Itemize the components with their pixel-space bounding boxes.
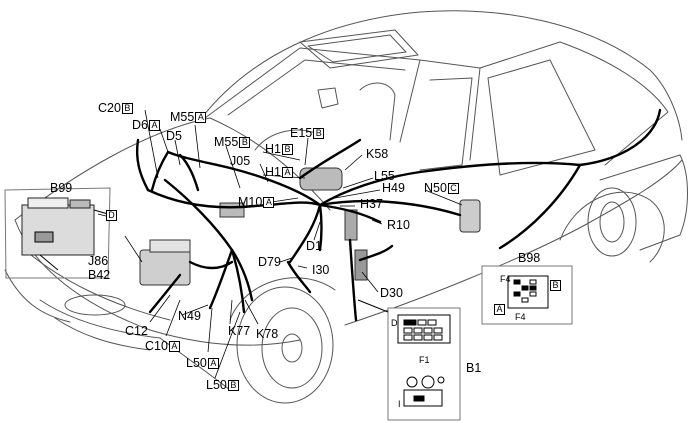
label-b42: B42	[88, 269, 110, 282]
label-l55: L55	[374, 170, 395, 183]
label-suffix: B	[227, 379, 239, 391]
label-code: L50	[206, 378, 227, 392]
label-b1: B1	[466, 362, 481, 375]
label-n49: N49	[178, 310, 201, 323]
label-code: C20	[98, 101, 121, 115]
label-code: H49	[382, 181, 405, 195]
label-code: M10	[238, 195, 263, 209]
label-code: B98	[518, 251, 541, 265]
label-code: B99	[50, 181, 73, 195]
label-j05: J05	[230, 155, 250, 168]
label-code: D5	[166, 129, 182, 143]
label-d5: D5	[166, 130, 182, 143]
wiring-harness	[135, 108, 662, 322]
label-code: N49	[178, 309, 201, 323]
label-h49: H49	[382, 182, 405, 195]
b98-tag-a: A	[494, 304, 505, 315]
label-i30: I30	[312, 264, 329, 277]
label-b98: B98	[518, 252, 540, 265]
b98-f4-top: F4	[500, 274, 511, 284]
b1-f1: F1	[419, 355, 430, 365]
label-code: C10	[145, 339, 168, 353]
leader-lines	[97, 109, 463, 379]
label-r10: R10	[387, 219, 410, 232]
label-suffix: A	[168, 340, 180, 352]
label-code: D79	[258, 255, 281, 269]
label-suffix: B	[313, 127, 325, 139]
b98-f4-bottom: F4	[515, 312, 526, 322]
b1-pin-i: I	[398, 399, 401, 409]
label-code: M55	[214, 135, 239, 149]
label-code: J86	[88, 254, 109, 268]
car-body-outline	[4, 10, 688, 404]
label-code: K77	[228, 324, 251, 338]
label-code: D1	[306, 239, 322, 253]
inset-b1	[357, 299, 461, 421]
label-code: J05	[230, 154, 251, 168]
label-suffix: B	[239, 136, 251, 148]
label-code: L55	[374, 169, 395, 183]
label-suffix: C	[447, 182, 459, 194]
inset-b98	[481, 265, 573, 325]
label-k78: K78	[256, 328, 278, 341]
b98-tag-b: B	[550, 280, 561, 291]
label-suffix: B	[281, 143, 293, 155]
label-code: K58	[366, 147, 389, 161]
label-suffix: A	[195, 111, 207, 123]
label-code: H1	[265, 142, 281, 156]
label-suffix: A	[263, 196, 275, 208]
label-code: B1	[466, 361, 482, 375]
label-code: L50	[186, 356, 207, 370]
label-h37: H37	[360, 198, 383, 211]
label-c12: C12	[125, 325, 148, 338]
label-code: H37	[360, 197, 383, 211]
label-code: D30	[380, 286, 403, 300]
label-k77: K77	[228, 325, 250, 338]
label-suffix: A	[281, 166, 293, 178]
label-code: E15	[290, 126, 313, 140]
label-d79: D79	[258, 256, 281, 269]
label-code: I30	[312, 263, 330, 277]
label-code: D6	[132, 118, 148, 132]
label-suffix: A	[207, 357, 219, 369]
label-code: C12	[125, 324, 148, 338]
label-d30: D30	[380, 287, 403, 300]
b1-pin-d: D	[391, 318, 398, 328]
label-suffix: B	[121, 102, 133, 114]
label-code: M55	[170, 110, 195, 124]
label-k58: K58	[366, 148, 388, 161]
label-d1: D1	[306, 240, 322, 253]
inset-b99	[4, 187, 111, 279]
label-suffix: A	[148, 119, 160, 131]
b99-pin-d: D	[106, 210, 117, 221]
label-code: H1	[265, 165, 281, 179]
label-code: B42	[88, 268, 111, 282]
label-b99: B99	[50, 182, 72, 195]
label-code: K78	[256, 327, 279, 341]
label-j86: J86	[88, 255, 108, 268]
label-code: N50	[424, 181, 447, 195]
label-code: R10	[387, 218, 410, 232]
